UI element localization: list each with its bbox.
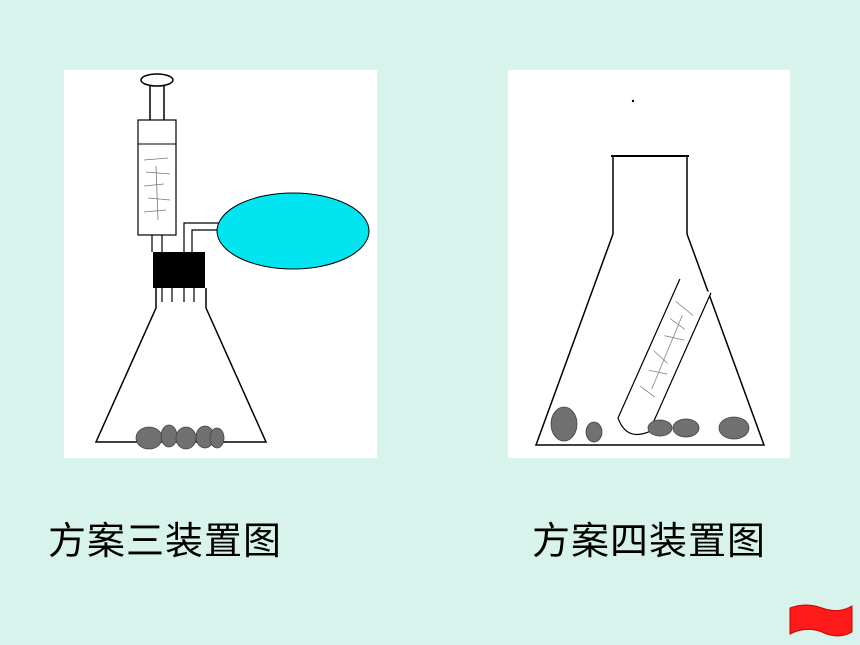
rubber-stopper <box>153 252 205 288</box>
test-tube <box>617 278 712 436</box>
figure-caption-4: 方案四装置图 <box>532 519 767 563</box>
marble-chips <box>135 424 225 450</box>
apparatus-3-diagram <box>94 73 370 450</box>
syringe-barrel <box>137 119 177 236</box>
figure-panel-4 <box>508 70 790 458</box>
gas-balloon <box>216 192 370 270</box>
red-flag-icon[interactable] <box>788 602 854 638</box>
figure-caption-3: 方案三装置图 <box>48 519 283 563</box>
conical-flask <box>534 156 766 446</box>
marble-chips <box>550 406 750 443</box>
figure-panel-3 <box>64 70 377 458</box>
syringe-plunger-cap <box>140 73 174 87</box>
conical-flask <box>94 288 268 443</box>
apparatus-4-diagram <box>534 99 766 446</box>
